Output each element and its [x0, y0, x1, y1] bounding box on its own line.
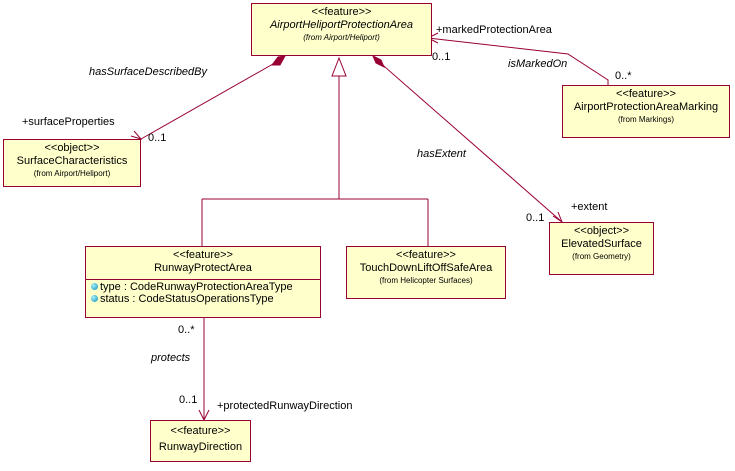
class-name: RunwayProtectArea — [154, 262, 252, 274]
extent-aggregation-diamond — [372, 54, 385, 69]
class-name: ElevatedSurface — [561, 238, 642, 250]
has-extent-label: hasExtent — [417, 148, 466, 160]
touchdown-liftoff-safe-area-class[interactable]: <<feature>> TouchDownLiftOffSafeArea (fr… — [346, 246, 506, 299]
class-stereotype: <<feature>> — [173, 249, 233, 261]
class-package: (from Airport/Heliport) — [303, 33, 380, 42]
marked-protection-area-role: +markedProtectionArea — [436, 24, 552, 36]
marking-association-line — [427, 37, 609, 85]
extent-arrowhead — [552, 211, 564, 224]
protects-target-multiplicity: 0..1 — [179, 394, 198, 406]
extent-association-line — [376, 59, 563, 223]
has-surface-described-by-label: hasSurfaceDescribedBy — [89, 66, 208, 78]
class-stereotype: <<object>> — [44, 142, 100, 154]
class-stereotype: <<feature>> — [616, 88, 676, 100]
runway-protect-area-class[interactable]: <<feature>> RunwayProtectArea type : Cod… — [85, 246, 321, 318]
extent-multiplicity: 0..1 — [526, 212, 545, 224]
class-package: (from Geometry) — [572, 252, 631, 261]
surface-aggregation-diamond — [271, 55, 286, 66]
class-name: RunwayDirection — [158, 441, 243, 453]
marked-protection-area-multiplicity: 0..1 — [432, 51, 451, 63]
elevated-surface-class[interactable]: <<object>> ElevatedSurface (from Geometr… — [549, 222, 654, 275]
surface-arrowhead — [130, 130, 143, 140]
attribute-compartment: type : CodeRunwayProtectionAreaType stat… — [86, 279, 320, 305]
surface-association-line — [140, 59, 281, 140]
runway-direction-class[interactable]: <<feature>> RunwayDirection — [150, 420, 251, 462]
attribute-status[interactable]: status : CodeStatusOperationsType — [91, 293, 320, 305]
class-name: SurfaceCharacteristics — [16, 155, 128, 167]
class-stereotype: <<feature>> — [396, 249, 456, 261]
airport-protection-area-marking-class[interactable]: <<feature>> AirportProtectionAreaMarking… — [562, 85, 730, 138]
class-name: TouchDownLiftOffSafeArea — [359, 262, 493, 274]
class-stereotype: <<feature>> — [311, 6, 372, 18]
airport-heliport-protection-area-class[interactable]: <<feature>> AirportHeliportProtectionAre… — [251, 3, 432, 56]
class-stereotype: <<object>> — [573, 225, 630, 237]
class-package: (from Markings) — [617, 115, 674, 124]
protects-label: protects — [151, 352, 191, 364]
class-package: (from Airport/Heliport) — [33, 169, 111, 178]
protected-runway-direction-role: +protectedRunwayDirection — [217, 400, 353, 412]
class-name: AirportHeliportProtectionArea — [269, 19, 414, 31]
marking-multiplicity: 0..* — [615, 70, 632, 82]
protects-source-multiplicity: 0..* — [178, 324, 195, 336]
public-attribute-icon — [91, 295, 98, 302]
surface-properties-multiplicity: 0..1 — [148, 132, 167, 144]
is-marked-on-label: isMarkedOn — [508, 58, 568, 70]
class-name: AirportProtectionAreaMarking — [573, 101, 719, 113]
class-stereotype: <<feature>> — [170, 425, 231, 437]
extent-role: +extent — [571, 201, 608, 213]
surface-properties-role: +surfaceProperties — [22, 116, 115, 128]
attribute-type[interactable]: type : CodeRunwayProtectionAreaType — [91, 281, 320, 293]
public-attribute-icon — [91, 283, 98, 290]
surface-characteristics-class[interactable]: <<object>> SurfaceCharacteristics (from … — [3, 139, 141, 187]
generalization-triangle — [331, 56, 347, 77]
class-package: (from Helicopter Surfaces) — [379, 276, 473, 285]
